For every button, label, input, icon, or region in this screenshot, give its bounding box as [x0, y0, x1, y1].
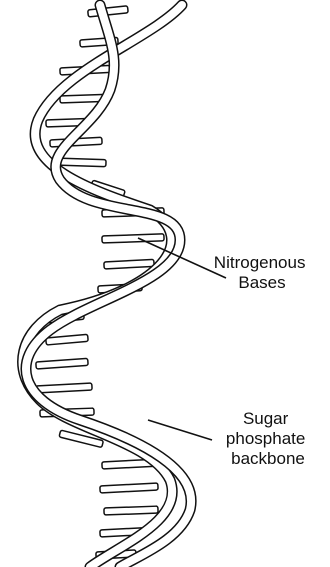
sugar-label-line: Sugar [243, 409, 289, 428]
base-pair-rung [104, 259, 154, 269]
sugar-label-line: phosphate [226, 429, 305, 448]
base-pair-rung [104, 506, 158, 515]
nitrogenous-label-line: Nitrogenous [214, 253, 306, 272]
sugar-phosphate-backbone-label: Sugar phosphate backbone [226, 409, 310, 468]
base-pair-rung [46, 334, 88, 345]
base-pair-rung [100, 483, 158, 493]
base-pair-rung [36, 358, 88, 369]
base-pair-rung [36, 383, 92, 393]
sugar-leader-line [148, 420, 212, 440]
nitrogenous-label-line: Bases [238, 273, 285, 292]
sugar-label-line: backbone [231, 449, 305, 468]
base-pair-rung [56, 158, 106, 167]
base-pair-rung [102, 234, 164, 243]
nitrogenous-bases-label: Nitrogenous Bases [214, 253, 310, 292]
